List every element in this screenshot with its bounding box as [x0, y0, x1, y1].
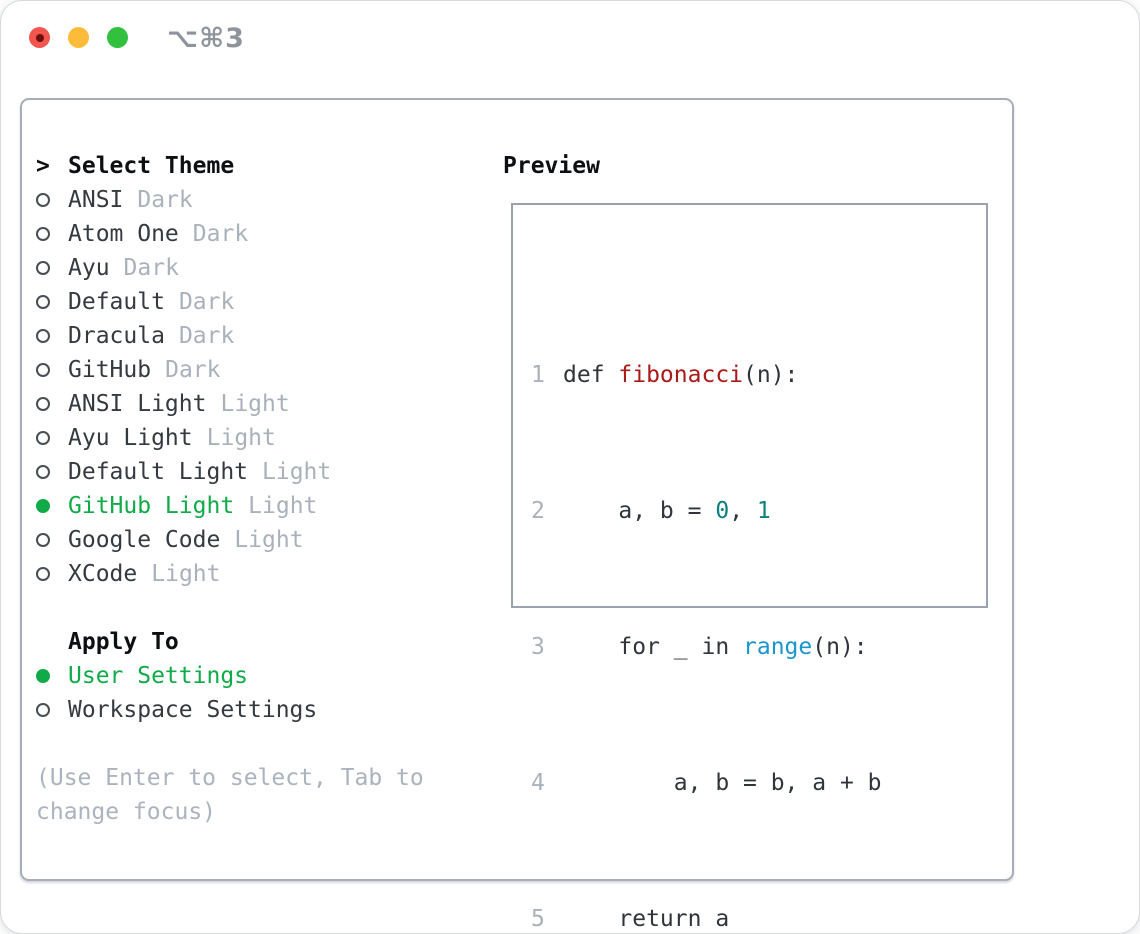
select-theme-header: Select Theme [68, 153, 235, 179]
line-number: 4 [531, 770, 545, 796]
radio-icon [36, 363, 68, 377]
apply-option-workspace-settings[interactable]: Workspace Settings [36, 693, 486, 727]
radio-icon [36, 329, 68, 343]
radio-icon [36, 193, 68, 207]
builtin-name: range [743, 634, 813, 660]
theme-list-header-row: > Select Theme [36, 149, 486, 183]
radio-selected-icon [36, 499, 68, 513]
apply-option-label: Workspace Settings [68, 697, 318, 723]
theme-variant-tag: Dark [192, 221, 249, 247]
radio-icon [36, 533, 68, 547]
number-literal: 1 [756, 498, 771, 524]
radio-icon [36, 465, 68, 479]
radio-icon [36, 567, 68, 581]
theme-name: Atom One [68, 221, 179, 247]
line-number: 1 [531, 362, 545, 388]
radio-icon [36, 295, 68, 309]
radio-icon [36, 227, 68, 241]
theme-variant-tag: Dark [178, 323, 235, 349]
code-line: 2 a, b = 0, 1 [531, 494, 986, 528]
code-line: 3 for _ in range(n): [531, 630, 986, 664]
theme-option[interactable]: Default Dark [36, 285, 486, 319]
radio-icon [36, 431, 68, 445]
theme-option[interactable]: Dracula Dark [36, 319, 486, 353]
traffic-lights [29, 27, 128, 48]
apply-option-user-settings[interactable]: User Settings [36, 659, 486, 693]
theme-option[interactable]: Google Code Light [36, 523, 486, 557]
apply-to-header: Apply To [68, 629, 179, 655]
help-text: (Use Enter to select, Tab to change focu… [36, 765, 424, 825]
theme-variant-tag: Light [262, 459, 332, 485]
code-line: 4 a, b = b, a + b [531, 766, 986, 800]
theme-name: Dracula [68, 323, 165, 349]
theme-option[interactable]: ANSI Light Light [36, 387, 486, 421]
divider [36, 727, 486, 761]
radio-icon [36, 703, 68, 717]
theme-variant-tag: Light [220, 391, 290, 417]
radio-icon [36, 397, 68, 411]
theme-name: ANSI Light [68, 391, 207, 417]
close-dot-icon [35, 33, 44, 42]
line-number: 2 [531, 498, 545, 524]
theme-option[interactable]: Atom One Dark [36, 217, 486, 251]
theme-variant-tag: Light [206, 425, 276, 451]
line-number: 5 [531, 906, 545, 932]
zoom-button[interactable] [107, 27, 128, 48]
divider [36, 591, 486, 625]
title-bar: ⌥⌘3 [1, 1, 1139, 75]
theme-variant-tag: Light [234, 527, 304, 553]
apply-option-label: User Settings [68, 663, 249, 689]
theme-option[interactable]: Ayu Light Light [36, 421, 486, 455]
theme-option[interactable]: XCode Light [36, 557, 486, 591]
minimize-button[interactable] [68, 27, 89, 48]
theme-variant-tag: Dark [178, 289, 235, 315]
prompt-icon: > [36, 153, 50, 179]
function-name: fibonacci [618, 362, 744, 388]
close-button[interactable] [29, 27, 50, 48]
theme-name: ANSI [68, 187, 124, 213]
theme-name: GitHub Light [68, 493, 235, 519]
theme-name: Ayu Light [68, 425, 193, 451]
theme-variant-tag: Dark [137, 187, 193, 213]
window-title: ⌥⌘3 [167, 22, 245, 54]
theme-option[interactable]: Ayu Dark [36, 251, 486, 285]
theme-name: XCode [68, 561, 138, 587]
theme-option[interactable]: ANSI Dark [36, 183, 486, 217]
theme-option[interactable]: GitHub Light Light [36, 489, 486, 523]
radio-selected-icon [36, 669, 68, 683]
code-line: 5 return a [531, 902, 986, 933]
radio-icon [36, 261, 68, 275]
theme-variant-tag: Dark [123, 255, 179, 281]
theme-name: Default [68, 289, 165, 315]
preview-title: Preview [503, 153, 600, 179]
theme-option[interactable]: Default Light Light [36, 455, 486, 489]
line-number: 3 [531, 634, 545, 660]
theme-variant-tag: Dark [165, 357, 221, 383]
theme-name: Ayu [68, 255, 110, 281]
theme-name: GitHub [68, 357, 152, 383]
theme-list: > Select Theme ANSI Dark Atom One Dark A… [36, 149, 486, 829]
number-literal: 0 [715, 498, 730, 524]
theme-name: Google Code [68, 527, 221, 553]
theme-option[interactable]: GitHub Dark [36, 353, 486, 387]
theme-name: Default Light [68, 459, 249, 485]
theme-variant-tag: Light [248, 493, 318, 519]
theme-variant-tag: Light [151, 561, 221, 587]
tui-panel: > Select Theme ANSI Dark Atom One Dark A… [20, 98, 1014, 932]
